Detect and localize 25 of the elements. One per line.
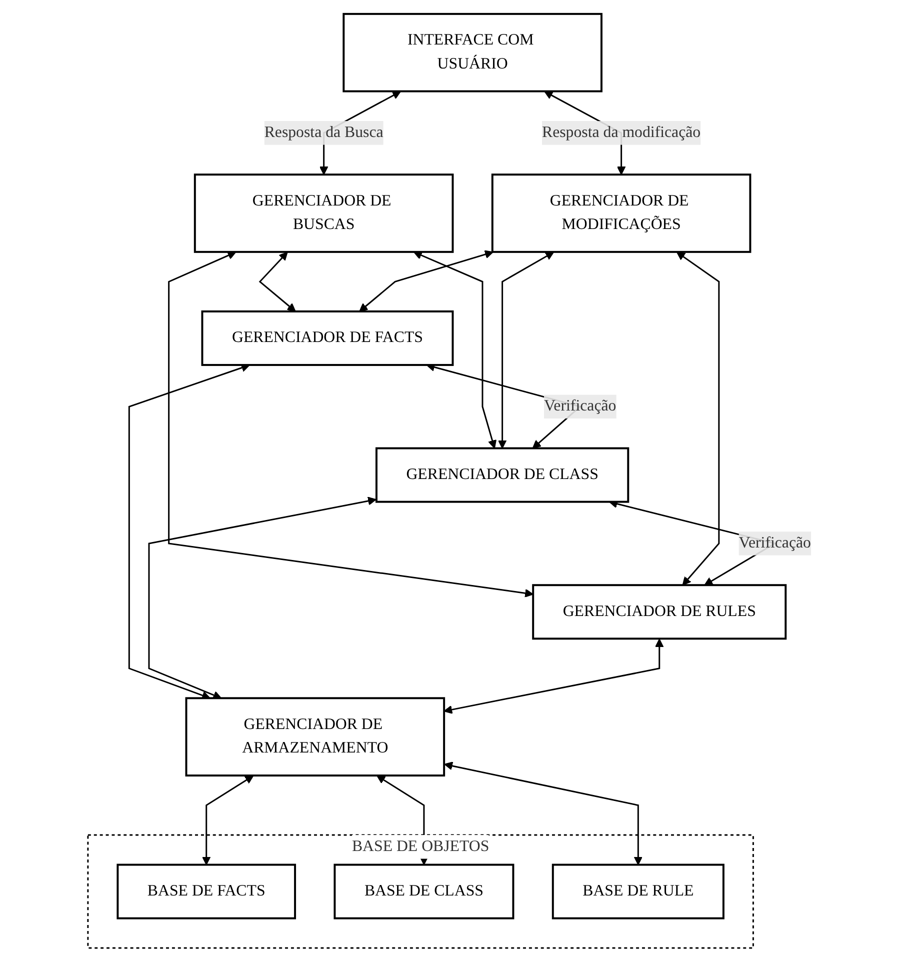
- arrow: [676, 252, 720, 586]
- node-box: GERENCIADOR DE ARMAZENAMENTO: [185, 697, 446, 776]
- edge-label: Verificação: [544, 398, 616, 415]
- node-box: GERENCIADOR DE FACTS: [201, 310, 454, 366]
- node-box: INTERFACE COM USUÁRIO: [342, 12, 602, 92]
- node-box: BASE DE CLASS: [334, 864, 514, 920]
- node-box: GERENCIADOR DE BUSCAS: [194, 174, 454, 253]
- arrow: [202, 775, 254, 866]
- arrow: [128, 364, 250, 700]
- node-box: BASE DE RULE: [552, 864, 724, 920]
- arrow: [359, 250, 494, 312]
- arrow: [444, 762, 643, 866]
- node-box: BASE DE FACTS: [116, 864, 296, 920]
- arrow: [258, 252, 296, 312]
- arrow: [414, 251, 497, 449]
- arrow: [444, 638, 664, 714]
- edge-label: Resposta da Busca: [264, 124, 384, 141]
- edge-label: Verificação: [738, 534, 812, 552]
- node-box: GERENCIADOR DE CLASS: [376, 447, 630, 503]
- arrow: [168, 251, 534, 598]
- edge-label: Resposta da modificação: [542, 124, 701, 141]
- node-box: GERENCIADOR DE RULES: [532, 584, 787, 640]
- arrow: [498, 252, 554, 449]
- arrow: [148, 496, 377, 700]
- node-box: GERENCIADOR DE MODIFICAÇÕES: [491, 174, 752, 253]
